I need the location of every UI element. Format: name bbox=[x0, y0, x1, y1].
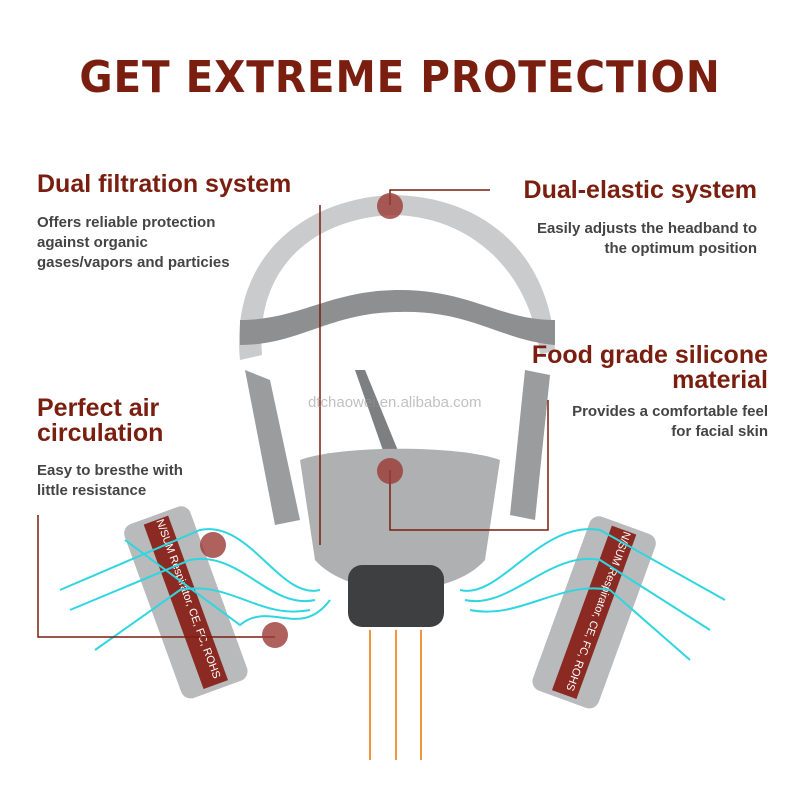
airflow-left bbox=[59, 528, 331, 651]
cartridge-left: N/SUM Respirator, CE, FC, ROHS bbox=[124, 506, 248, 699]
page-title: GET EXTREME PROTECTION bbox=[79, 52, 721, 103]
feature-heading-silicone: Food grade silicone material bbox=[531, 341, 768, 394]
feature-desc-silicone: Provides a comfortable feel for facial s… bbox=[572, 403, 768, 440]
feature-heading-elastic: Dual-elastic system bbox=[523, 176, 757, 204]
headband bbox=[239, 195, 556, 360]
watermark: dtchaowei.en.alibaba.com bbox=[308, 394, 482, 411]
feature-desc-elastic: Easily adjusts the headband to the optim… bbox=[536, 220, 757, 257]
callout-markers bbox=[200, 193, 403, 648]
feature-desc-filtration: Offers reliable protection against organ… bbox=[37, 214, 230, 271]
exhaust-arrows bbox=[369, 630, 422, 760]
mask-body bbox=[300, 448, 500, 590]
airflow-right bbox=[459, 528, 726, 661]
feature-heading-filtration: Dual filtration system bbox=[37, 170, 292, 198]
cartridge-right: N/SUM Respirator, CE, FC, ROHS bbox=[532, 516, 656, 709]
headband-lower bbox=[240, 290, 555, 345]
strap-right bbox=[510, 370, 550, 520]
feature-desc-air: Easy to bresthe with little resistance bbox=[37, 462, 183, 499]
feature-heading-air: Perfect air circulation bbox=[37, 394, 164, 447]
exhale-valve bbox=[348, 565, 444, 627]
strap-left bbox=[245, 370, 300, 525]
